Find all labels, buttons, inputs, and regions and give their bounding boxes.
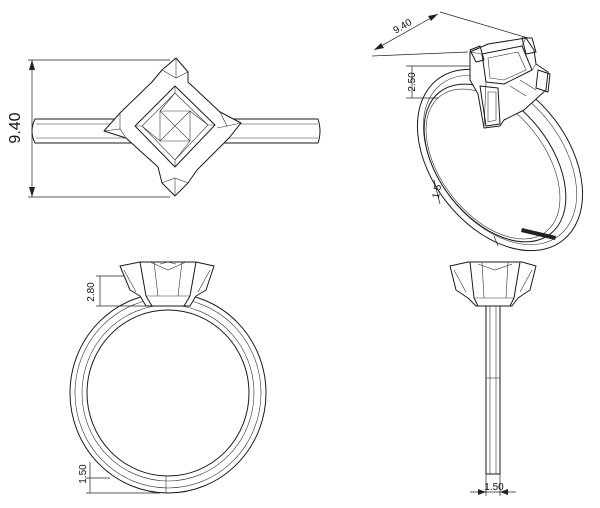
perspective-band-dimension: 1.5 — [431, 183, 444, 199]
perspective-prong-dimension: 2.50 — [407, 72, 418, 92]
front-prong-dimension: 2.80 — [86, 282, 97, 302]
front-band-dimension: 1.50 — [78, 464, 89, 484]
top-view: 9.40 — [7, 57, 321, 198]
perspective-view: 9.40 2.50 1.5 — [371, 11, 584, 252]
front-view: 2.80 1.50 — [69, 261, 267, 494]
side-view: 1.50 — [449, 261, 537, 496]
top-view-dimension: 9.40 — [7, 112, 24, 143]
side-band-dimension: 1.50 — [484, 482, 504, 493]
